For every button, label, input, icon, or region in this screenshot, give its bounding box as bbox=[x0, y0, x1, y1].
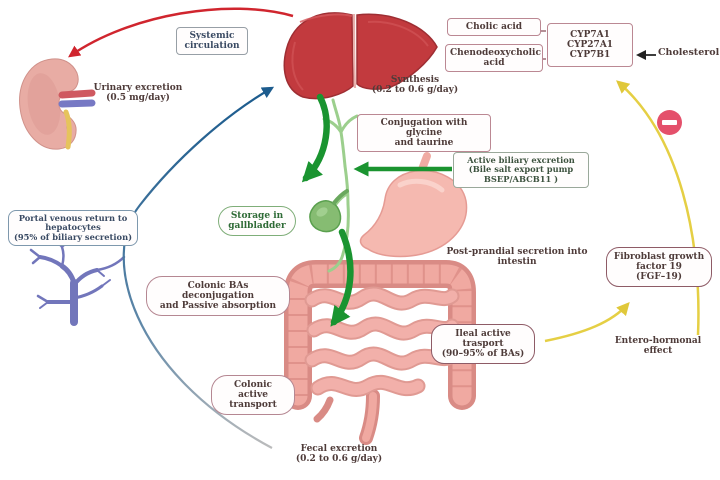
label-line: transport bbox=[229, 400, 277, 411]
label-line: Synthesis bbox=[390, 75, 440, 85]
label-line: Colonic active bbox=[233, 380, 273, 401]
label-line: Urinary excretion bbox=[93, 83, 183, 93]
systemic-circulation-box: Systemic circulation bbox=[176, 27, 248, 56]
renal-artery bbox=[58, 89, 96, 99]
label-line: Chenodeoxycholic bbox=[450, 48, 541, 58]
label-line: trasport bbox=[462, 339, 504, 350]
label-line: Entero-hormonal bbox=[614, 336, 702, 346]
portal-vein-illustration bbox=[29, 240, 126, 326]
storage-gallbladder-pill: Storage in gallbladder bbox=[218, 206, 296, 237]
fgf-to-cyp-arrow bbox=[616, 80, 700, 336]
label-line: CYP7B1 bbox=[569, 50, 611, 61]
liver-illustration bbox=[283, 12, 438, 100]
label-line: Conjugation with glycine bbox=[380, 118, 468, 139]
portal-venous-return-box: Portal venous return to hepatocytes (95%… bbox=[8, 210, 138, 246]
gallbladder-to-intestine-arrow bbox=[330, 228, 354, 327]
label-line: (0.2 to 0.6 g/day) bbox=[295, 454, 383, 465]
label-line: and Passive absorption bbox=[159, 301, 277, 312]
cholesterol-label: Cholesterol bbox=[658, 47, 720, 59]
label-line: CYP7A1 bbox=[570, 30, 610, 40]
bile-duct-illustration bbox=[322, 98, 359, 273]
label-line: factor 19 bbox=[636, 262, 682, 273]
label-line: and taurine bbox=[394, 138, 454, 149]
label-line: Fibroblast growth bbox=[613, 252, 705, 262]
label-line: Active biliary excretion bbox=[467, 155, 575, 165]
label-line: Post-prandial secretion into bbox=[446, 247, 588, 257]
label-line: BSEP/ABCB11 ) bbox=[483, 173, 559, 184]
ileal-active-transport-box: Ileal active trasport (90–95% of BAs) bbox=[431, 324, 535, 365]
label-line: CYP27A1 bbox=[566, 40, 614, 51]
label-line: circulation bbox=[184, 41, 240, 52]
label-line: (95% of biliary secretion) bbox=[13, 231, 133, 242]
systemic-circulation-arrow bbox=[68, 7, 294, 58]
label-line: hepatocytes bbox=[45, 222, 101, 233]
urinary-excretion-label: Urinary excretion (0.5 mg/day) bbox=[88, 83, 188, 103]
label-line: (FGF–19) bbox=[635, 272, 682, 283]
label-line: effect bbox=[643, 346, 673, 357]
label-line: Colonic BAs deconjugation bbox=[181, 281, 255, 302]
minus-bar bbox=[662, 120, 677, 125]
colonic-active-transport-pill: Colonic active transport bbox=[211, 375, 295, 416]
label-line: intestin bbox=[497, 257, 537, 268]
cholic-acid-box: Cholic acid bbox=[447, 18, 541, 37]
label-line: Portal venous return to bbox=[18, 213, 128, 223]
cyp-enzymes-box: CYP7A1 CYP27A1 CYP7B1 bbox=[547, 23, 633, 68]
label-line: Ileal active bbox=[455, 329, 511, 339]
entero-hormonal-label: Entero-hormonal effect bbox=[608, 336, 708, 356]
label-line: (90–95% of BAs) bbox=[441, 349, 525, 360]
label-line: Cholic acid bbox=[465, 22, 523, 32]
label-line: (Bile salt export pump bbox=[468, 164, 574, 175]
fecal-excretion-label: Fecal excretion (0.2 to 0.6 g/day) bbox=[289, 444, 389, 464]
active-biliary-excretion-box: Active biliary excretion (Bile salt expo… bbox=[453, 152, 589, 188]
inhibition-minus-icon bbox=[657, 110, 682, 135]
liver-to-gallbladder-arrow bbox=[301, 93, 330, 183]
label-line: Fecal excretion bbox=[300, 444, 378, 454]
label-line: gallbladder bbox=[228, 221, 286, 232]
label-line: Storage in bbox=[230, 211, 284, 221]
fgf19-box: Fibroblast growth factor 19 (FGF–19) bbox=[606, 247, 712, 288]
kidney-illustration bbox=[19, 58, 96, 150]
colonic-deconjugation-pill: Colonic BAs deconjugation and Passive ab… bbox=[146, 276, 290, 317]
label-line: acid bbox=[483, 58, 505, 69]
gallbladder-illustration bbox=[309, 189, 349, 233]
ureter bbox=[63, 109, 72, 150]
chenodeoxycholic-acid-box: Chenodeoxycholic acid bbox=[445, 44, 543, 73]
label-line: Systemic bbox=[189, 31, 235, 41]
synthesis-label: Synthesis (0.2 to 0.6 g/day) bbox=[365, 75, 465, 95]
ileal-to-fgf-arrow bbox=[544, 302, 630, 343]
label-line: (0.5 mg/day) bbox=[106, 93, 170, 104]
renal-vein bbox=[58, 99, 96, 108]
conjugation-box: Conjugation with glycine and taurine bbox=[357, 114, 491, 153]
label-line: Cholesterol bbox=[658, 47, 720, 58]
postprandial-label: Post-prandial secretion into intestin bbox=[428, 247, 606, 267]
label-line: (0.2 to 0.6 g/day) bbox=[371, 85, 459, 96]
